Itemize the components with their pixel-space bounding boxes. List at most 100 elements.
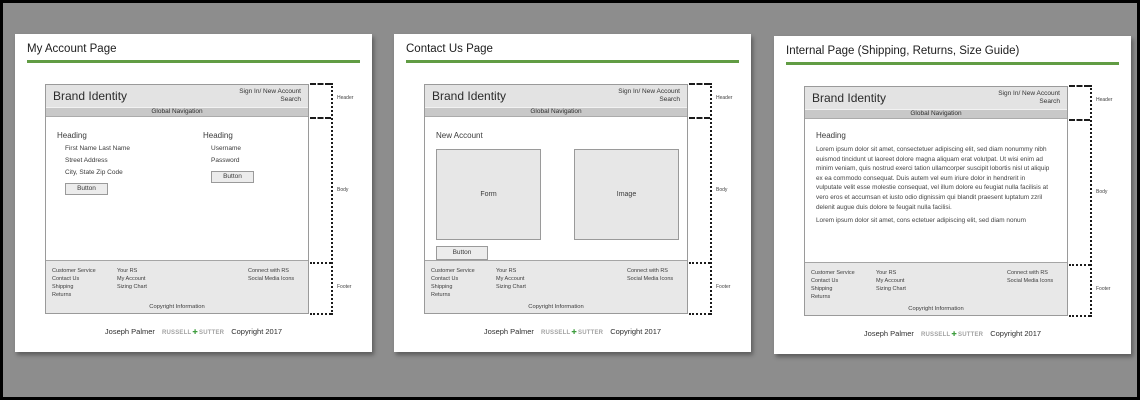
footer-link: Social Media Icons xyxy=(1007,278,1054,284)
form-field-label: Street Address xyxy=(65,157,108,164)
wireframe-body: Heading Heading Lorem ipsum dolor sit am… xyxy=(805,119,1067,262)
body-paragraph: Lorem ipsum dolor sit amet, consectetuer… xyxy=(816,146,1050,211)
footer-link: Contact Us xyxy=(431,276,459,282)
page-title: Contact Us Page xyxy=(406,43,493,55)
signin-search-block: Sign In/ New Account Search xyxy=(618,88,680,105)
footer-link: Social Media Icons xyxy=(248,276,295,282)
footer-links-social: Connect with RS Social Media Icons xyxy=(1007,269,1053,285)
signin-link-label: Sign In/ New Account xyxy=(618,87,680,95)
button-placeholder: Button xyxy=(436,246,488,260)
annotation-tick-footer-top xyxy=(689,262,710,264)
annotation-tick-header-bottom xyxy=(689,117,710,119)
logo-text-left: RUSSELL xyxy=(161,330,192,336)
footer-link: Connect with RS xyxy=(248,268,289,274)
logo-plus-icon: ✚ xyxy=(571,329,577,336)
russell-sutter-logo: RUSSELL✚SUTTER xyxy=(921,331,984,338)
annotation-label-footer: Footer xyxy=(716,284,731,290)
title-underline xyxy=(27,60,360,63)
footer-links-service: Customer Service Contact Us Shipping Ret… xyxy=(431,267,475,299)
footer-links-service: Customer Service Contact Us Shipping Ret… xyxy=(811,269,855,301)
account-form-layout: Heading First Name Last Name Street Addr… xyxy=(46,117,308,260)
wireframe-footer: Customer Service Contact Us Shipping Ret… xyxy=(425,260,687,313)
footer-link: My Account xyxy=(876,278,905,284)
footer-link: Shipping xyxy=(431,284,453,290)
footer-links-social: Connect with RS Social Media Icons xyxy=(627,267,673,283)
annotation-tick-footer-top xyxy=(310,262,331,264)
footer-link: Returns xyxy=(811,294,831,300)
form-image-layout: New Account Form Image Button xyxy=(425,117,687,260)
russell-sutter-logo: RUSSELL✚SUTTER xyxy=(540,329,604,336)
brand-identity-label: Brand Identity xyxy=(432,89,507,103)
section-heading: Heading xyxy=(203,131,233,140)
footer-link: Sizing Chart xyxy=(117,284,147,290)
credit-line: Joseph Palmer RUSSELL✚SUTTER Copyright 201… xyxy=(394,327,751,336)
author-name: Joseph Palmer xyxy=(104,327,155,336)
footer-link: Customer Service xyxy=(811,270,855,276)
form-column-right: Heading Username Password Button xyxy=(203,131,254,183)
page-title: Internal Page (Shipping, Returns, Size G… xyxy=(786,45,1020,57)
copyright-year: Copyright 2017 xyxy=(610,327,662,336)
logo-plus-icon: ✚ xyxy=(951,331,957,338)
wireframe-card-internal: Internal Page (Shipping, Returns, Size G… xyxy=(774,36,1131,354)
footer-link: Your RS xyxy=(496,268,517,274)
footer-links-social: Connect with RS Social Media Icons xyxy=(248,267,294,283)
annotation-bracket-line xyxy=(1090,85,1092,317)
page-title: My Account Page xyxy=(27,43,117,55)
footer-link: Your RS xyxy=(117,268,138,274)
signin-search-block: Sign In/ New Account Search xyxy=(239,88,301,105)
annotation-bracket-line xyxy=(331,83,333,315)
annotation-tick-header-top xyxy=(1069,85,1090,87)
credit-line: Joseph Palmer RUSSELL✚SUTTER Copyright 201… xyxy=(15,327,372,336)
form-placeholder: Form xyxy=(436,149,541,240)
annotation-label-footer: Footer xyxy=(337,284,352,290)
annotation-tick-footer-bottom xyxy=(310,313,331,315)
footer-link: Customer Service xyxy=(431,268,475,274)
text-content-layout: Heading Lorem ipsum dolor sit amet, cons… xyxy=(816,131,1050,226)
button-placeholder: Button xyxy=(65,183,108,195)
signin-search-block: Sign In/ New Account Search xyxy=(998,90,1060,107)
footer-link: Sizing Chart xyxy=(496,284,526,290)
global-navigation-bar: Global Navigation xyxy=(805,109,1067,119)
footer-link: Returns xyxy=(52,292,72,298)
search-link-label: Search xyxy=(1039,98,1060,105)
annotation-label-header: Header xyxy=(337,95,354,101)
logo-text-right: SUTTER xyxy=(578,330,604,336)
signin-link-label: Sign In/ New Account xyxy=(239,87,301,95)
title-underline xyxy=(406,60,739,63)
wireframe-header: Brand Identity Sign In/ New Account Sear… xyxy=(805,87,1067,109)
author-name: Joseph Palmer xyxy=(483,327,534,336)
form-column-left: Heading First Name Last Name Street Addr… xyxy=(57,131,130,195)
annotation-label-footer: Footer xyxy=(1096,286,1111,292)
footer-links-service: Customer Service Contact Us Shipping Ret… xyxy=(52,267,96,299)
image-placeholder: Image xyxy=(574,149,679,240)
page-wireframe: Brand Identity Sign In/ New Account Sear… xyxy=(804,86,1068,316)
copyright-year: Copyright 2017 xyxy=(231,327,283,336)
footer-links-account: Your RS My Account Sizing Chart xyxy=(117,267,147,291)
copyright-information-label: Copyright Information xyxy=(149,304,205,310)
annotation-tick-footer-bottom xyxy=(1069,315,1090,317)
footer-link: Contact Us xyxy=(811,278,839,284)
wireframe-header: Brand Identity Sign In/ New Account Sear… xyxy=(425,85,687,107)
wireframe-header: Brand Identity Sign In/ New Account Sear… xyxy=(46,85,308,107)
section-heading: New Account xyxy=(436,131,483,140)
wireframe-card-contact-us: Contact Us Page Brand Identity Sign In/ … xyxy=(394,34,751,352)
footer-link: Contact Us xyxy=(52,276,80,282)
copyright-year: Copyright 2017 xyxy=(990,329,1042,338)
form-field-label: City, State Zip Code xyxy=(65,169,123,176)
logo-text-left: RUSSELL xyxy=(540,330,571,336)
logo-plus-icon: ✚ xyxy=(192,329,198,336)
annotation-bracket-line xyxy=(710,83,712,315)
logo-text-right: SUTTER xyxy=(958,332,984,338)
footer-link: Shipping xyxy=(811,286,833,292)
image-placeholder-label: Image xyxy=(616,191,637,198)
annotation-label-header: Header xyxy=(1096,97,1113,103)
wireframe-footer: Customer Service Contact Us Shipping Ret… xyxy=(805,262,1067,315)
section-heading: Heading xyxy=(57,131,87,140)
russell-sutter-logo: RUSSELL✚SUTTER xyxy=(161,329,224,336)
footer-link: Shipping xyxy=(52,284,74,290)
annotation-label-body: Body xyxy=(716,187,728,193)
wireframe-footer: Customer Service Contact Us Shipping Ret… xyxy=(46,260,308,313)
brand-identity-label: Brand Identity xyxy=(53,89,128,103)
annotation-tick-header-top xyxy=(310,83,331,85)
